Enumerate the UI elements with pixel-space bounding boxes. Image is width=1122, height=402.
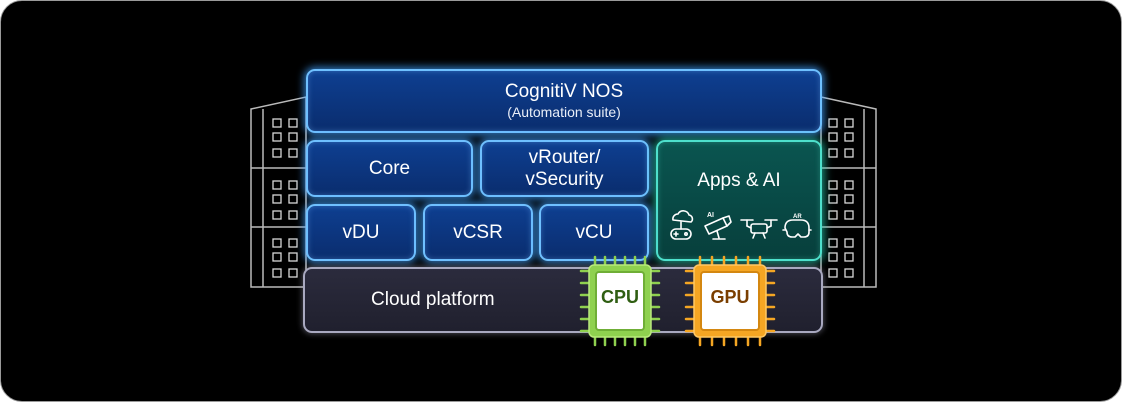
drone-icon	[740, 219, 778, 239]
core-label: Core	[368, 157, 411, 179]
gpu-chip-icon	[684, 255, 776, 347]
svg-text:AI: AI	[707, 212, 714, 219]
cognitiv-nos-block: CognitiV NOS (Automation suite)	[306, 69, 822, 133]
core-block: Core	[306, 140, 473, 197]
cpu-chip-icon	[579, 255, 661, 347]
left-rack-outline	[250, 96, 307, 288]
gpu-label: GPU	[710, 287, 750, 307]
vdu-label: vDU	[342, 221, 380, 243]
apps-ai-title: Apps & AI	[697, 170, 781, 191]
cpu-label: CPU	[600, 287, 639, 307]
cloud-gamepad-icon	[670, 210, 694, 240]
vcu-block: vCU	[539, 204, 649, 261]
cognitiv-nos-title: CognitiV NOS	[504, 81, 624, 102]
vcsr-label: vCSR	[453, 221, 503, 243]
apps-ai-icons: AI AR	[670, 210, 812, 240]
automation-suite-subtitle: (Automation suite)	[507, 104, 621, 120]
cloud-platform-label: Cloud platform	[371, 289, 495, 310]
ai-cctv-camera-icon	[704, 215, 732, 240]
vcsr-block: vCSR	[423, 204, 533, 261]
ar-headset-icon	[782, 219, 812, 238]
apps-ai-block: Apps & AI	[656, 140, 822, 261]
vrouter-label: vRouter/	[528, 146, 601, 168]
svg-text:AR: AR	[793, 214, 802, 220]
vcu-label: vCU	[575, 221, 613, 243]
vrouter-vsecurity-block: vRouter/ vSecurity	[480, 140, 649, 197]
vdu-block: vDU	[306, 204, 416, 261]
vsecurity-label: vSecurity	[525, 168, 604, 190]
